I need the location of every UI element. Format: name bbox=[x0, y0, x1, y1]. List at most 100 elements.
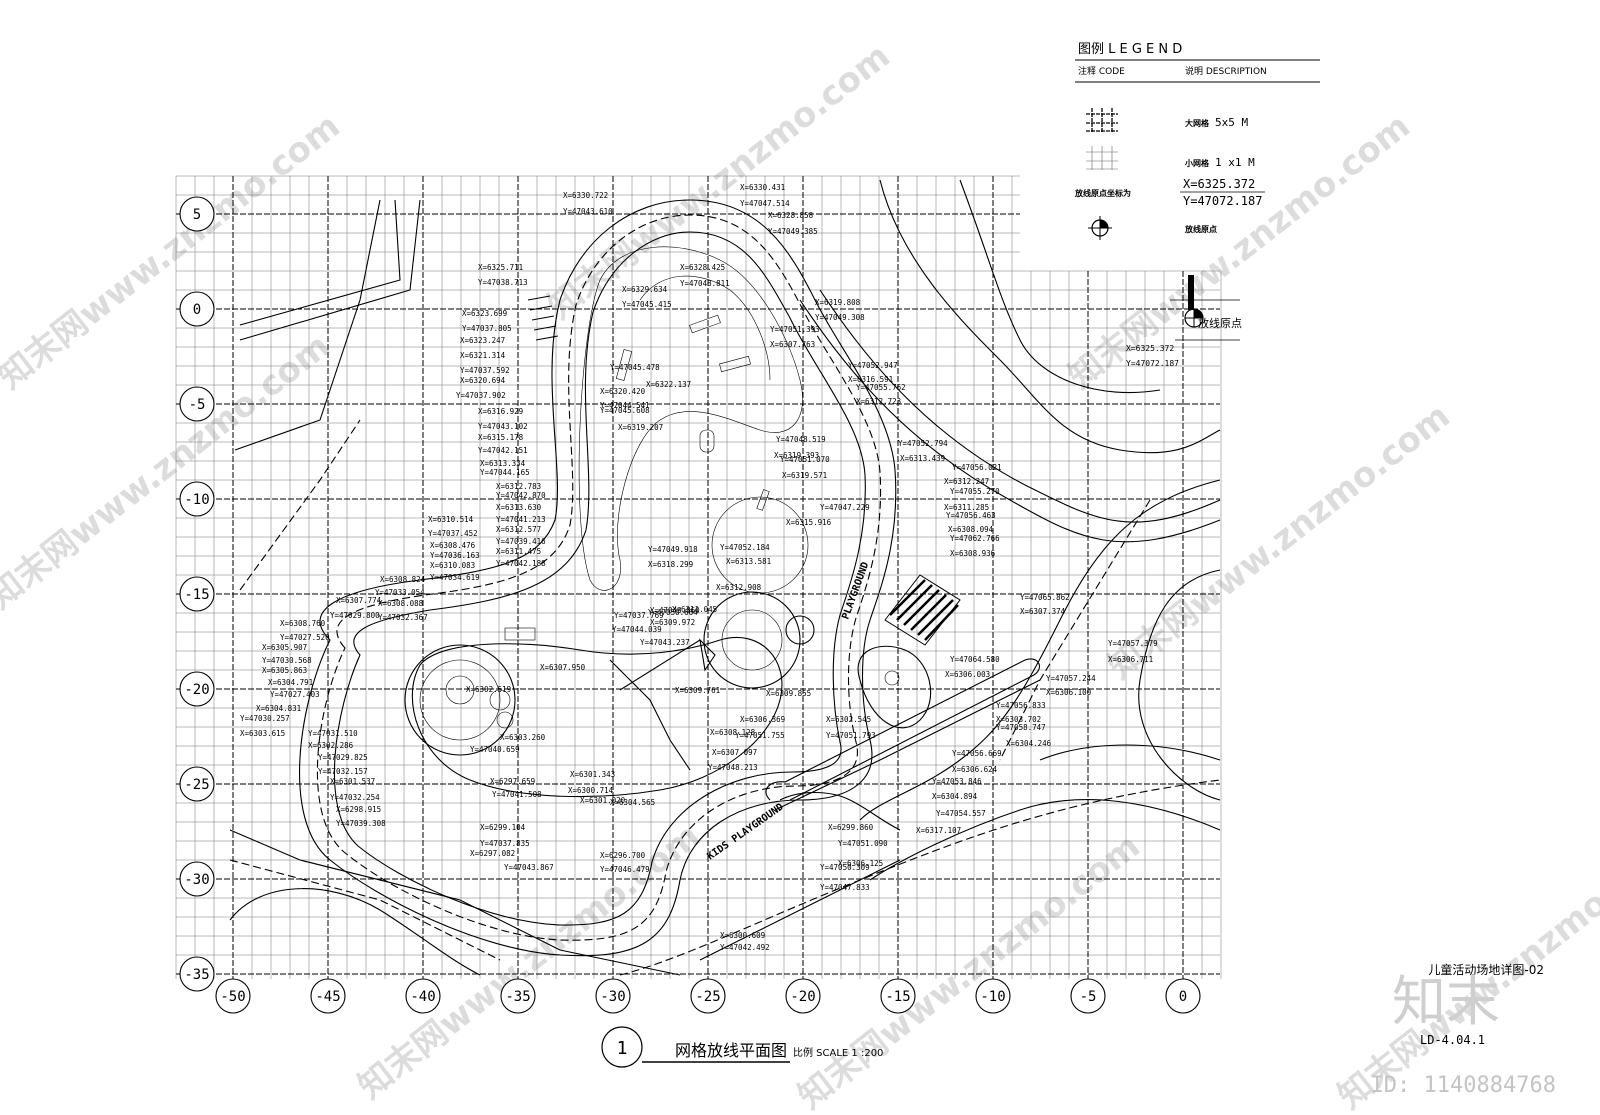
coordinate-note: Y=47027.520 bbox=[280, 633, 330, 642]
coordinate-note: Y=47039.308 bbox=[336, 819, 386, 828]
origin-coord-label: 放线原点坐标为 bbox=[1074, 188, 1131, 198]
coordinate-note: Y=47043.102 bbox=[478, 422, 528, 431]
coordinate-note: X=6315.178 bbox=[478, 433, 524, 442]
y-axis-label: -25 bbox=[184, 777, 209, 793]
x-axis-label: -35 bbox=[505, 989, 530, 1005]
y-axis-marker-circle bbox=[179, 766, 215, 802]
coordinate-note: X=6322.137 bbox=[646, 380, 691, 389]
coordinate-note: Y=47044.541 bbox=[600, 401, 650, 410]
coordinate-note: X=6312.247 bbox=[944, 477, 989, 486]
coordinate-note: Y=47048.213 bbox=[708, 763, 758, 772]
x-axis-marker-circle bbox=[595, 978, 631, 1014]
coordinate-note: Y=47038.713 bbox=[478, 278, 528, 287]
coordinate-note: X=6305.907 bbox=[262, 643, 307, 652]
x-axis-marker-circle bbox=[690, 978, 726, 1014]
watermark-layer: 知末网www.znzmo.com 知末网www.znzmo.com 知末网www… bbox=[0, 36, 1600, 1115]
x-axis-label: -20 bbox=[790, 989, 815, 1005]
coordinate-note: X=6311.475 bbox=[496, 547, 541, 556]
origin-marker-graphic bbox=[1170, 275, 1240, 341]
coordinate-note: X=6304.565 bbox=[610, 798, 655, 807]
coordinate-note: X=6306.624 bbox=[952, 765, 998, 774]
coordinate-note: Y=47042.492 bbox=[720, 943, 770, 952]
coordinate-note: Y=47051.070 bbox=[780, 455, 830, 464]
coordinate-note: X=6297.659 bbox=[490, 777, 535, 786]
playground-top-label: PLAYGROUND bbox=[840, 561, 871, 621]
coordinate-note: Y=47056.463 bbox=[946, 511, 996, 520]
coordinate-note: Y=47053.846 bbox=[932, 777, 982, 786]
coordinate-note: X=6299.104 bbox=[480, 823, 526, 832]
coordinate-notes: X=6330.722Y=47043.610X=6330.431Y=47047.5… bbox=[240, 183, 1158, 952]
coordinate-note: Y=47031.510 bbox=[308, 729, 358, 738]
coordinate-note: X=6323.699 bbox=[462, 309, 507, 318]
coordinate-note: Y=47054.557 bbox=[936, 809, 986, 818]
coordinate-note: Y=47042.188 bbox=[496, 559, 546, 568]
legend-desc-header: 说明 DESCRIPTION bbox=[1185, 65, 1267, 77]
coordinate-note: X=6309.855 bbox=[766, 689, 811, 698]
coordinate-note: Y=47047.833 bbox=[820, 883, 870, 892]
origin-point-symbol bbox=[1088, 216, 1112, 240]
coordinate-note: X=6301.343 bbox=[570, 770, 615, 779]
coordinate-note: X=6302.545 bbox=[826, 715, 871, 724]
coordinate-note: X=6310.514 bbox=[428, 515, 474, 524]
x-axis-marker-circle bbox=[310, 978, 346, 1014]
coordinate-note: X=6304.791 bbox=[268, 678, 313, 687]
x-axis-marker-circle bbox=[880, 978, 916, 1014]
y-axis-marker-circle bbox=[179, 576, 215, 612]
coordinate-note: Y=47040.659 bbox=[470, 745, 520, 754]
coordinate-note: X=6312.723 bbox=[856, 397, 901, 406]
coordinate-note: Y=47044.165 bbox=[480, 468, 530, 477]
legend-origin-y: Y=47072.187 bbox=[1183, 194, 1262, 208]
coordinate-note: X=6325.711 bbox=[478, 263, 523, 272]
coordinate-note: X=6311.045 bbox=[672, 605, 717, 614]
drawing-title-block: 1 网格放线平面图 比例 SCALE 1 :200 bbox=[601, 1026, 883, 1068]
site-plan-linework bbox=[229, 179, 1240, 976]
coordinate-note: Y=47047.514 bbox=[740, 199, 790, 208]
coordinate-note: Y=47052.794 bbox=[898, 439, 948, 448]
drawing-number: 1 bbox=[617, 1038, 628, 1059]
small-grid-symbol bbox=[1086, 146, 1118, 170]
y-axis-marker-circle bbox=[179, 291, 215, 327]
coordinate-note: Y=47065.862 bbox=[1020, 593, 1070, 602]
coordinate-note: Y=47037.592 bbox=[460, 366, 510, 375]
coordinate-note: Y=47042.151 bbox=[478, 446, 528, 455]
legend-title: 图例 L E G E N D bbox=[1078, 42, 1182, 57]
coordinate-note: Y=47037.452 bbox=[428, 529, 478, 538]
x-axis-label: -40 bbox=[410, 989, 435, 1005]
y-axis-label: -30 bbox=[184, 872, 209, 888]
coordinate-note: X=6308.088 bbox=[378, 599, 424, 608]
small-grid-value: 1 x1 M bbox=[1215, 156, 1255, 169]
coordinate-note: Y=47032.367 bbox=[378, 613, 428, 622]
coordinate-note: Y=47037.769 bbox=[614, 611, 664, 620]
coordinate-note: Y=47034.619 bbox=[430, 573, 480, 582]
coordinate-note: X=6306.369 bbox=[740, 715, 785, 724]
coordinate-note: X=6320.420 bbox=[600, 387, 646, 396]
x-axis-marker-circle bbox=[1165, 978, 1201, 1014]
origin-marker-label: 放线原点 bbox=[1198, 316, 1242, 330]
origin-marker-y: Y=47072.187 bbox=[1126, 359, 1179, 368]
coordinate-note: X=6317.107 bbox=[916, 826, 961, 835]
coordinate-note: Y=47045.415 bbox=[622, 300, 672, 309]
x-axis-marker-circle bbox=[785, 978, 821, 1014]
coordinate-note: Y=47052.947 bbox=[848, 361, 898, 370]
y-axis-markers: 50-5-10-15-20-25-30-35 bbox=[179, 196, 215, 992]
coordinate-note: X=6329.634 bbox=[622, 285, 668, 294]
coordinate-note: Y=47056.021 bbox=[952, 463, 1002, 472]
coordinate-note: X=6312.908 bbox=[716, 583, 762, 592]
coordinate-note: X=6307.774 bbox=[336, 596, 382, 605]
coordinate-note: X=6319.207 bbox=[618, 423, 663, 432]
coordinate-note: X=6308.476 bbox=[430, 541, 476, 550]
coordinate-note: Y=47051.393 bbox=[770, 325, 820, 334]
coordinate-note: X=6311.285 bbox=[944, 503, 989, 512]
coordinate-note: X=6309.972 bbox=[650, 618, 695, 627]
watermark-id: ID: 1140884768 bbox=[1371, 1073, 1556, 1098]
coordinate-note: Y=47056.669 bbox=[952, 749, 1002, 758]
legend-panel: 图例 L E G E N D 注释 CODE 说明 DESCRIPTION 大网… bbox=[1074, 42, 1320, 240]
coordinate-note: X=6330.431 bbox=[740, 183, 785, 192]
x-axis-label: -45 bbox=[315, 989, 340, 1005]
y-axis-marker-circle bbox=[179, 196, 215, 232]
x-axis-marker-circle bbox=[215, 978, 251, 1014]
coordinate-note: Y=47044.039 bbox=[612, 625, 662, 634]
coordinate-note: X=6302.286 bbox=[308, 741, 354, 750]
coordinate-note: X=6310.083 bbox=[430, 561, 475, 570]
